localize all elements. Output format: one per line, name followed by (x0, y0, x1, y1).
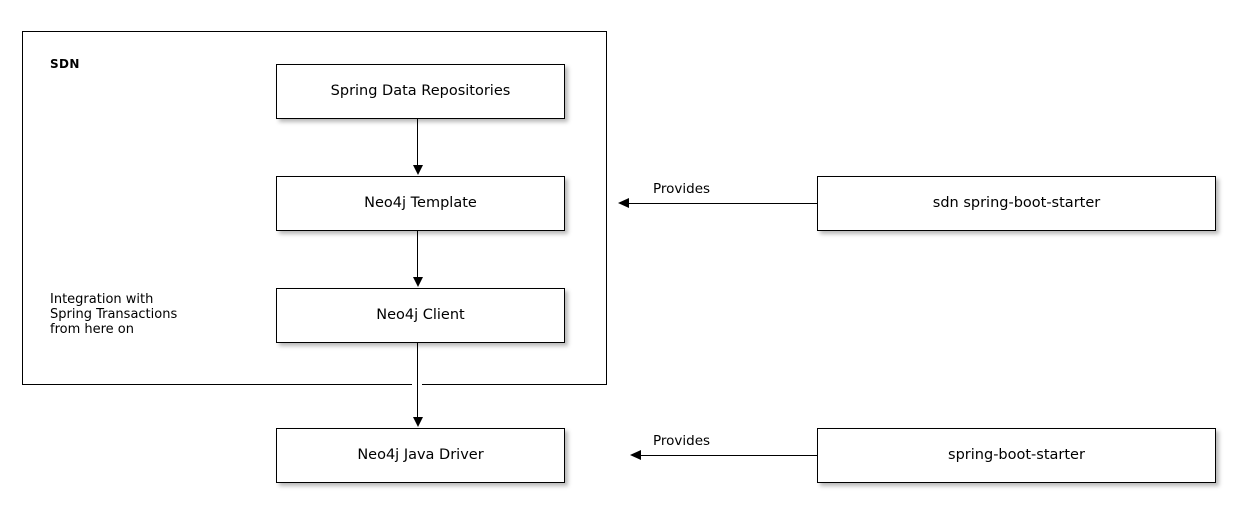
node-sdn-spring-boot-starter[interactable]: sdn spring-boot-starter (817, 176, 1216, 231)
node-neo4j-java-driver[interactable]: Neo4j Java Driver (276, 428, 565, 483)
edge-boot-starter-provides-arrowhead (630, 450, 641, 460)
edge-sdn-starter-provides-arrowhead (618, 198, 629, 208)
integration-note-line-3: from here on (50, 322, 135, 337)
node-neo4j-template[interactable]: Neo4j Template (276, 176, 565, 231)
node-neo4j-java-driver-label: Neo4j Java Driver (357, 447, 484, 464)
edge-client-to-driver-line (417, 343, 418, 418)
edge-template-to-client-line (417, 231, 418, 278)
edge-template-to-client-arrowhead (413, 277, 423, 287)
node-sdn-spring-boot-starter-label: sdn spring-boot-starter (932, 195, 1101, 212)
edge-sdn-starter-provides-label: Provides (653, 181, 711, 197)
edge-sdn-starter-provides-line (629, 203, 817, 204)
integration-note-line-2: Spring Transactions (50, 307, 178, 322)
edge-boot-starter-provides-label: Provides (653, 433, 711, 449)
node-spring-boot-starter[interactable]: spring-boot-starter (817, 428, 1216, 483)
edge-repos-to-template-line (417, 119, 418, 166)
integration-note: Integration with Spring Transactions fro… (50, 292, 177, 337)
node-neo4j-client-label: Neo4j Client (376, 307, 465, 324)
node-spring-data-repositories-label: Spring Data Repositories (330, 83, 511, 100)
node-spring-boot-starter-label: spring-boot-starter (948, 447, 1085, 464)
node-neo4j-template-label: Neo4j Template (364, 195, 477, 212)
node-spring-data-repositories[interactable]: Spring Data Repositories (276, 64, 565, 119)
node-neo4j-client[interactable]: Neo4j Client (276, 288, 565, 343)
edge-client-to-driver-arrowhead (413, 417, 423, 427)
edge-boot-starter-provides-line (641, 455, 817, 456)
sdn-package-label: SDN (50, 57, 80, 71)
integration-note-line-1: Integration with (50, 292, 154, 307)
edge-repos-to-template-arrowhead (413, 165, 423, 175)
